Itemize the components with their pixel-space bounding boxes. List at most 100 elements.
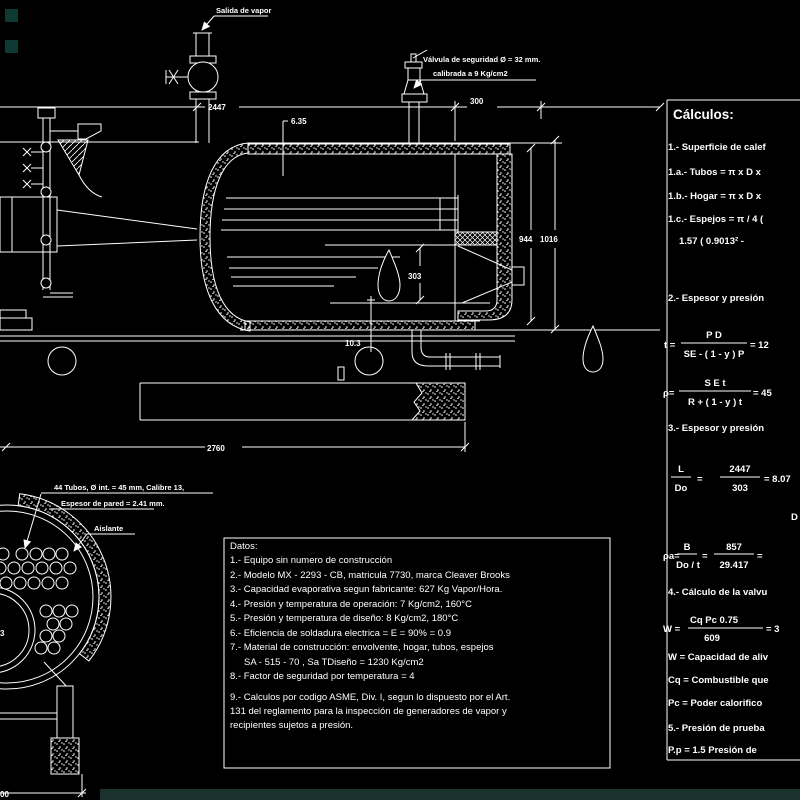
shell-inner-circle [0,510,94,684]
side-view: Salida de vapor Válvula de seguridad Ø =… [0,6,665,453]
rhoa-num: 857 [726,542,742,553]
hogar-circle-inner [0,593,30,667]
w-formula-num: Cq Pc 0.75 [690,615,739,626]
datos-line: 2.- Modelo MX - 2293 - CB, matricula 773… [230,570,510,581]
t-formula-num: P D [706,330,722,341]
rhoa-num-l: B [684,542,691,553]
steam-outlet-label: Salida de vapor [201,6,272,31]
ldo-num-l: L [678,464,684,475]
calculos-title: Cálculos: [673,107,734,122]
rhoa-lhs: ρa= [663,551,680,562]
rhoa-rhs: = [757,551,763,562]
leg-foundation-block [50,737,80,775]
ldo-den: 303 [732,483,748,494]
rho-formula: ρ= S E t R + ( 1 - y ) t = 45 [663,378,772,408]
dim-2760: 2760 [207,444,225,453]
dim-10-3: 10.3 [345,339,361,348]
calc-item-1b: 1.b.- Hogar = π x D x [668,191,762,202]
calc-fragment-d: D [791,512,798,523]
calc-item-1: 1.- Superficie de calef [668,142,767,153]
front-head-insulation [199,142,251,332]
safety-valve-label: Válvula de seguridad Ø = 32 mm. calibrad… [413,55,540,89]
front-view: 3 00 44 Tubos, Ø int. = 45 mm, Calibre 1… [0,483,213,799]
t-formula-rhs: = 12 [750,340,769,351]
w-formula-den: 609 [704,633,720,644]
calc-item-4: 4.- Cálculo de la valvu [668,587,767,598]
corner-square-top [5,9,18,22]
ldo-formula: L Do = 2447 303 = 8.07 [671,464,791,494]
safety-valve-label-line1: Válvula de seguridad Ø = 32 mm. [423,55,540,64]
calc-item-1c: 1.c.- Espejos = π / 4 ( [668,214,764,225]
side-view-dimensions: 2447 300 6.35 944 1016 303 10.3 2760 [0,97,560,453]
concrete-block [410,382,466,421]
calc-def-w: W = Capacidad de aliv [668,652,769,663]
datos-line: 8.- Factor de seguridad por temperatura … [230,671,415,682]
w-formula-rhs: = 3 [766,624,779,635]
tubes-note-line1: 44 Tubos, Ø int. = 45 mm, Calibre 13, [54,483,184,492]
w-formula-lhs: W = [663,624,681,635]
calculos-border [666,99,800,761]
calc-item-1c-cont: 1.57 ( 0.9013² - [679,236,744,247]
ldo-eq: = [697,474,703,485]
drop-symbol [582,324,604,373]
mid-wheel [354,346,384,376]
dim-303: 303 [408,272,422,281]
t-formula-den: SE - ( 1 - y ) P [684,349,745,360]
dim-944: 944 [519,235,533,244]
calc-def-pp: P.p = 1.5 Presión de [668,745,757,756]
hogar-circle-outer [0,587,36,673]
ldo-rhs: = 8.07 [764,474,791,485]
front-view-support: 00 [0,661,87,799]
level-control-box [77,123,102,140]
bottom-insulation-band [244,320,476,331]
corner-square-bottom [5,40,18,53]
datos-line: 3.- Capacidad evaporativa segun fabrican… [230,584,502,595]
t-formula-lhs: t = [664,340,676,351]
calculos-panel: Cálculos: 1.- Superficie de calef 1.a.- … [663,99,800,761]
calc-item-1a: 1.a.- Tubos = π x D x [668,167,762,178]
datos-line: 4.- Presión y temperatura de operación: … [230,599,472,610]
datos-line: 5.- Presión y temperatura de diseño: 8 K… [230,613,458,624]
dim-2447: 2447 [208,103,226,112]
safety-valve-label-line2: calibrada a 9 Kg/cm2 [433,69,508,78]
decor [5,9,800,800]
foundation [139,382,466,421]
rhoa-den: 29.417 [719,560,748,571]
rho-formula-lhs: ρ= [663,388,675,399]
tubes-note: 44 Tubos, Ø int. = 45 mm, Calibre 13, Es… [23,483,213,549]
front-wheel [47,346,77,376]
datos-line: 9.- Calculos por codigo ASME, Div. I, se… [230,692,510,703]
boiler-shell-section [0,142,660,381]
datos-line: SA - 515 - 70 , Sa TDiseño = 1230 Kg/cm2 [244,657,424,668]
datos-line: 1.- Equipo sin numero de construcción [230,555,392,566]
calc-item-3: 3.- Espesor y presión [668,423,764,434]
w-formula: W = Cq Pc 0.75 609 = 3 [663,615,779,644]
rhoa-eq: = [702,551,708,562]
calc-item-5: 5.- Presión de prueba [668,723,765,734]
burner-front [0,196,198,331]
blowdown-piping [411,330,501,370]
rhoa-den-l: Do / t [676,560,701,571]
flame-symbol [377,248,401,302]
tubes-note-line2: Espesor de pared = 2.41 mm. [61,499,165,508]
datos-box: Datos: 1.- Equipo sin numero de construc… [223,537,611,769]
calc-def-pc: Pc = Poder calorifico [668,698,762,709]
ldo-num: 2447 [729,464,750,475]
rear-head-insulation [457,153,513,321]
datos-border [223,537,611,769]
dim-1016: 1016 [540,235,558,244]
datos-line: recipientes sujetos a presión. [230,720,353,731]
steam-outlet-valve [165,32,219,143]
top-dimension-lines [0,101,665,143]
water-level-column [22,107,103,298]
blowdown-funnel [57,139,89,177]
calc-def-cq: Cq = Combustible que [668,675,769,686]
dim-300: 300 [470,97,484,106]
rho-formula-num: S E t [704,378,726,389]
salida-vapor-label: Salida de vapor [216,6,272,15]
support-leg [56,685,74,739]
rhoa-formula: ρa= B Do / t = 857 29.417 = [663,542,763,571]
datos-line: 131 del reglamento para la inspección de… [230,706,507,717]
